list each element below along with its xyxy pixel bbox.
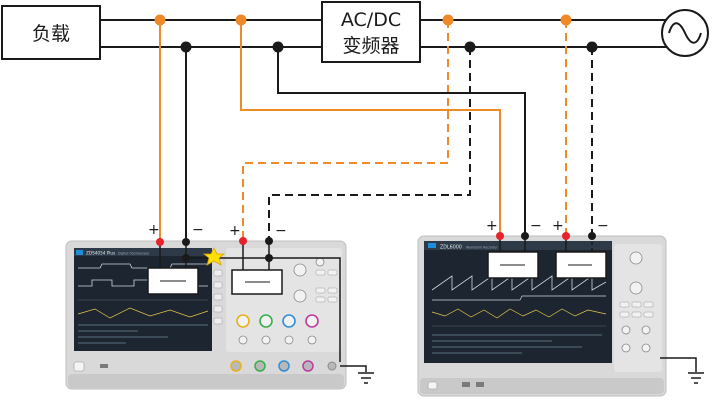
bus-junctions	[154, 14, 598, 53]
probe3-minus-label: −	[530, 218, 542, 234]
probe2-plus-label: +	[229, 223, 241, 239]
probe-wires	[159, 20, 593, 242]
load-label: 负载	[32, 23, 70, 45]
wire-probe2-positive	[242, 20, 449, 241]
probe-module-3: + −	[486, 218, 542, 279]
converter-label-line2: 变频器	[342, 35, 399, 57]
probe-module-2: + −	[229, 223, 287, 295]
waveform-recorder-right: ZDL6000 Waveform Recorder	[417, 235, 667, 397]
oscilloscope-left: ZDS4054 Plus Digital Oscilloscope	[65, 240, 347, 390]
wire-probe2-negative	[268, 47, 471, 241]
left-ground-link	[182, 247, 374, 384]
probe2-minus-label: −	[275, 223, 287, 239]
ac-dc-converter-box: AC/DC 变频器	[321, 1, 421, 63]
probe1-plus-label: +	[148, 222, 160, 238]
oscilloscope-left-subtitle: Digital Oscilloscope	[118, 252, 149, 256]
load-box: 负载	[1, 5, 101, 60]
ground-icon	[358, 372, 374, 384]
ground-icon-right	[688, 372, 704, 384]
recorder-right-model: ZDL6000	[440, 245, 462, 251]
oscilloscope-left-screen	[74, 248, 212, 351]
probe1-minus-label: −	[192, 222, 204, 238]
recorder-right-subtitle: Waveform Recorder	[466, 246, 498, 250]
probe4-minus-label: −	[597, 218, 609, 234]
ac-source	[661, 9, 709, 57]
power-bus-lines	[100, 19, 685, 48]
star-icon	[202, 247, 226, 266]
right-ground-link	[660, 357, 704, 384]
wire-probe3-negative	[277, 47, 526, 236]
probe-module-4: + −	[552, 218, 609, 279]
converter-label-line1: AC/DC	[341, 9, 401, 31]
probe3-plus-label: +	[486, 218, 498, 234]
probe-module-1: + −	[147, 222, 204, 295]
oscilloscope-left-model: ZDS4054 Plus	[86, 251, 115, 256]
sine-wave-icon	[668, 22, 702, 44]
probe4-plus-label: +	[552, 218, 564, 234]
wire-probe3-positive	[240, 20, 501, 236]
